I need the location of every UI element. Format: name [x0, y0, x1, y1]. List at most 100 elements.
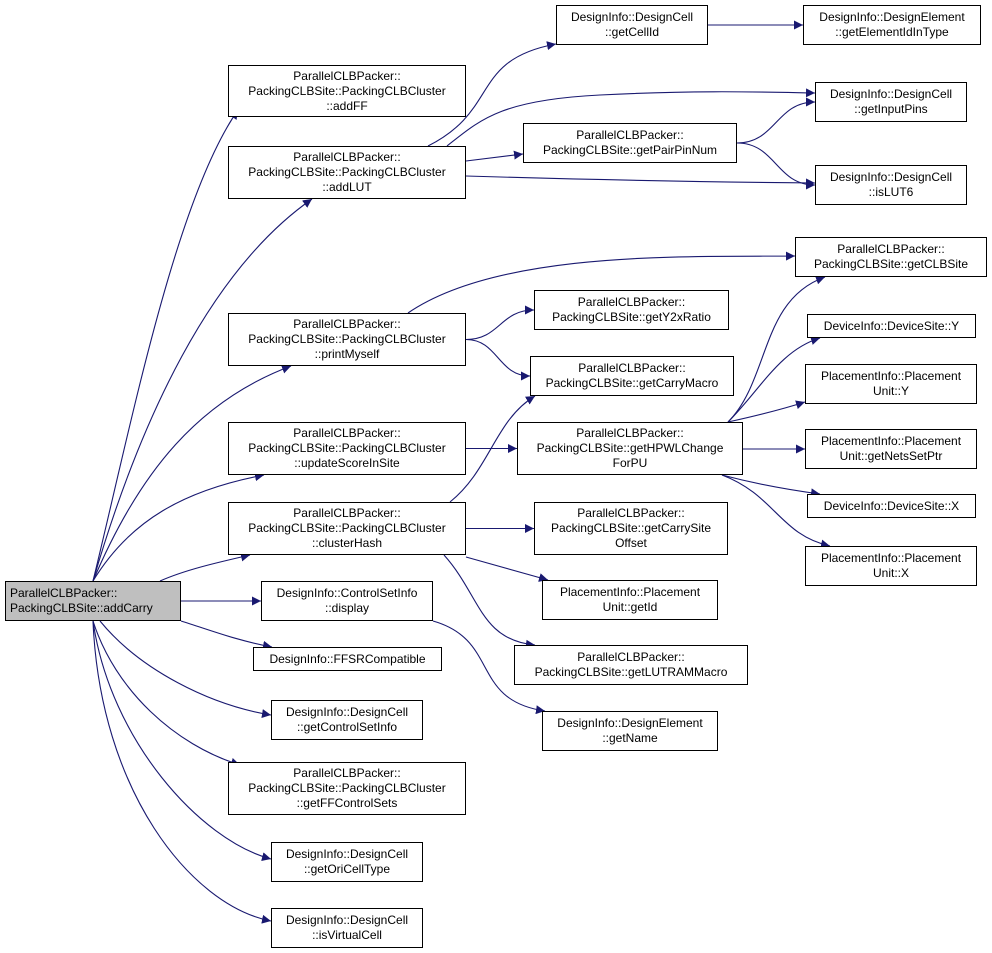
node-label-line: ::getElementIdInType — [835, 25, 949, 39]
edge-getHPWLChangeForPU-to-PlacementUnitY — [727, 400, 806, 423]
node-label-line: ::addLUT — [322, 180, 372, 194]
node-label-line: PackingCLBSite::getCarryMacro — [545, 376, 719, 390]
node-getCLBSite[interactable]: ParallelCLBPacker::PackingCLBSite::getCL… — [795, 237, 987, 277]
node-label-line: DesignInfo::DesignCell — [285, 705, 409, 719]
edge-clusterHash-to-getLUTRAMMacro — [443, 554, 536, 649]
node-label-line: ::getName — [602, 731, 658, 745]
edge-addLUT-to-getCellId — [427, 41, 557, 147]
node-getLUTRAMMacro[interactable]: ParallelCLBPacker::PackingCLBSite::getLU… — [514, 645, 748, 685]
edge-addCarry-to-clusterHash — [159, 552, 251, 582]
node-getElementIdInType[interactable]: DesignInfo::DesignElement::getElementIdI… — [803, 5, 981, 45]
edge-getHPWLChangeForPU-to-PlacementUnitX — [721, 474, 831, 549]
node-label-line: ::getCellId — [604, 25, 660, 39]
node-label-line: Unit::getNetsSetPtr — [839, 449, 943, 463]
node-label-line: ::isLUT6 — [868, 185, 914, 199]
node-addLUT[interactable]: ParallelCLBPacker::PackingCLBSite::Packi… — [228, 146, 466, 199]
edge-getHPWLChangeForPU-to-DeviceSiteX — [721, 474, 821, 498]
node-label-line: ParallelCLBPacker:: — [293, 426, 401, 440]
node-label-line: PlacementInfo::Placement — [820, 551, 962, 565]
node-getInputPins[interactable]: DesignInfo::DesignCell::getInputPins — [815, 82, 967, 122]
node-label-line: DesignInfo::DesignElement — [557, 716, 703, 730]
node-label-line: PlacementInfo::Placement — [559, 585, 701, 599]
edge-addCarry-to-FFSRCompatible — [180, 620, 273, 650]
node-label-line: ::printMyself — [314, 347, 380, 361]
node-label-line: DesignInfo::ControlSetInfo — [276, 586, 418, 600]
node-label-line: ParallelCLBPacker:: — [577, 295, 686, 309]
node-label-line: PackingCLBSite::PackingCLBCluster — [248, 781, 446, 795]
node-label-line: Unit::X — [872, 566, 909, 580]
node-getControlSetInfo[interactable]: DesignInfo::DesignCell::getControlSetInf… — [271, 700, 423, 740]
node-label-line: Unit::Y — [872, 384, 909, 398]
node-label-line: ParallelCLBPacker:: — [837, 242, 945, 256]
node-label-line: ParallelCLBPacker:: — [293, 506, 401, 520]
node-label-line: DesignInfo::FFSRCompatible — [269, 651, 426, 666]
edge-addCarry-to-addLUT — [92, 198, 313, 582]
node-isVirtualCell[interactable]: DesignInfo::DesignCell::isVirtualCell — [271, 908, 423, 948]
node-label-line: PackingCLBSite::getLUTRAMMacro — [534, 665, 728, 679]
node-label-line: PackingCLBSite::addCarry — [10, 601, 153, 615]
node-label-line: ParallelCLBPacker:: — [293, 68, 401, 83]
node-DeviceSiteX[interactable]: DeviceInfo::DeviceSite::X — [807, 494, 976, 518]
node-label-line: ParallelCLBPacker:: — [578, 361, 686, 375]
node-getFFControlSets[interactable]: ParallelCLBPacker::PackingCLBSite::Packi… — [228, 762, 466, 815]
node-getY2xRatio[interactable]: ParallelCLBPacker::PackingCLBSite::getY2… — [534, 290, 729, 330]
node-label-line: ::getOriCellType — [303, 862, 391, 876]
node-getCarrySiteOffset[interactable]: ParallelCLBPacker::PackingCLBSite::getCa… — [534, 502, 728, 555]
edge-addLUT-to-getPairPinNum — [465, 150, 524, 162]
node-label-line: ParallelCLBPacker:: — [10, 586, 118, 600]
node-getOriCellType[interactable]: DesignInfo::DesignCell::getOriCellType — [271, 842, 423, 882]
node-label-line: DesignInfo::DesignCell — [285, 847, 409, 861]
node-label-line: ForPU — [612, 456, 648, 470]
node-label-line: PackingCLBSite::getHPWLChange — [536, 441, 724, 455]
edge-addLUT-to-getInputPins — [446, 88, 816, 147]
node-label-line: ::getControlSetInfo — [296, 720, 398, 734]
node-addCarry[interactable]: ParallelCLBPacker::PackingCLBSite::addCa… — [5, 581, 181, 621]
node-label-line: ::updateScoreInSite — [294, 456, 400, 470]
node-label-line: PlacementInfo::Placement — [820, 434, 962, 448]
node-label-line: ::addFF — [326, 98, 368, 113]
node-label-line: DesignInfo::DesignCell — [829, 170, 953, 184]
node-printMyself[interactable]: ParallelCLBPacker::PackingCLBSite::Packi… — [228, 313, 466, 366]
node-label-line: ::getFFControlSets — [296, 796, 398, 810]
node-label-line: Unit::getId — [602, 600, 658, 614]
node-FFSRCompatible[interactable]: DesignInfo::FFSRCompatible — [253, 647, 442, 671]
node-addFF[interactable]: ParallelCLBPacker::PackingCLBSite::Packi… — [228, 65, 466, 117]
node-label-line: PackingCLBSite::PackingCLBCluster — [248, 165, 446, 179]
edge-addCarry-to-addFF — [92, 109, 239, 582]
node-label-line: PackingCLBSite::getPairPinNum — [542, 143, 718, 157]
node-updateScoreInSite[interactable]: ParallelCLBPacker::PackingCLBSite::Packi… — [228, 422, 466, 475]
node-label-line: DesignInfo::DesignElement — [819, 10, 965, 24]
node-label-line: PlacementInfo::Placement — [820, 369, 962, 383]
edge-clusterHash-to-getCarryMacro — [449, 395, 536, 503]
edge-addCarry-to-getFFControlSets — [92, 620, 241, 767]
node-getHPWLChangeForPU[interactable]: ParallelCLBPacker::PackingCLBSite::getHP… — [517, 422, 743, 475]
edge-addLUT-to-isLUT6 — [465, 175, 816, 188]
edge-addCarry-to-getControlSetInfo — [99, 620, 272, 718]
node-isLUT6[interactable]: DesignInfo::DesignCell::isLUT6 — [815, 165, 967, 205]
node-label-line: ::isVirtualCell — [312, 928, 382, 942]
node-label-line: ::getInputPins — [854, 102, 928, 116]
node-label-line: PackingCLBSite::PackingCLBCluster — [248, 441, 446, 455]
node-getCellId[interactable]: DesignInfo::DesignCell::getCellId — [556, 5, 708, 45]
node-display[interactable]: DesignInfo::ControlSetInfo::display — [261, 581, 433, 621]
node-DeviceSiteY[interactable]: DeviceInfo::DeviceSite::Y — [807, 314, 976, 338]
node-getName[interactable]: DesignInfo::DesignElement::getName — [542, 711, 718, 751]
edge-clusterHash-to-getId — [465, 556, 549, 582]
node-label-line: PackingCLBSite::getY2xRatio — [552, 310, 711, 324]
node-label-line: DesignInfo::DesignCell — [285, 913, 409, 927]
edge-getHPWLChangeForPU-to-DeviceSiteY — [727, 336, 821, 423]
node-label-line: ParallelCLBPacker:: — [577, 650, 685, 664]
node-label-line: PackingCLBSite::PackingCLBCluster — [248, 332, 446, 346]
node-label-line: ParallelCLBPacker:: — [293, 766, 401, 780]
node-label-line: ParallelCLBPacker:: — [577, 506, 685, 520]
node-clusterHash[interactable]: ParallelCLBPacker::PackingCLBSite::Packi… — [228, 502, 466, 555]
node-getCarryMacro[interactable]: ParallelCLBPacker::PackingCLBSite::getCa… — [530, 356, 734, 396]
node-label-line: ::display — [324, 601, 370, 615]
node-getPairPinNum[interactable]: ParallelCLBPacker::PackingCLBSite::getPa… — [523, 123, 737, 163]
edge-getPairPinNum-to-getInputPins — [736, 97, 816, 144]
